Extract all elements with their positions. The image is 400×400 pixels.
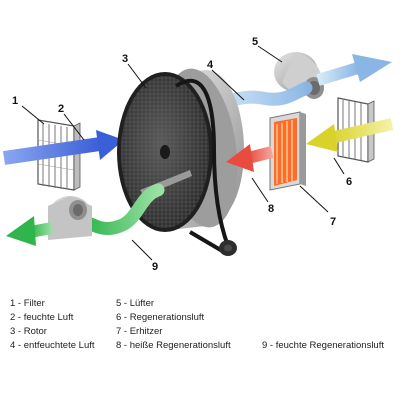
dehumidifier-diagram: 1 2 3 4 5 6 7 8 9: [2, 36, 394, 273]
legend-item-heater: 7 - Erhitzer: [116, 326, 163, 337]
legend-item-rotor: 3 - Rotor: [10, 326, 47, 337]
arrow-hot-regen-air: [226, 144, 274, 172]
callout-2: 2: [58, 103, 64, 115]
arrow-humid-regen-air: [6, 216, 54, 246]
legend-item-dehumidified-air: 4 - entfeuchtete Luft: [10, 340, 95, 351]
legend-item-fan: 5 - Lüfter: [116, 298, 155, 309]
callout-6: 6: [346, 176, 352, 188]
legend: 1 - Filter 2 - feuchte Luft 3 - Rotor 4 …: [10, 298, 395, 393]
rotor-3: [117, 68, 244, 256]
fan-bottom: [48, 196, 92, 240]
legend-item-filter: 1 - Filter: [10, 298, 45, 309]
legend-item-regen-air: 6 - Regenerationsluft: [116, 312, 205, 323]
arrow-dehumidified-air: [316, 54, 392, 86]
leader-lines: [21, 45, 345, 261]
heater-7: [269, 111, 306, 191]
callout-1: 1: [12, 95, 18, 107]
callout-7: 7: [330, 216, 336, 228]
arrow-regen-air: [306, 118, 394, 152]
callout-9: 9: [152, 261, 158, 273]
legend-item-hot-regen-air: 8 - heiße Regenerationsluft: [116, 340, 231, 351]
callout-4: 4: [207, 59, 214, 71]
callout-5: 5: [252, 36, 258, 48]
arrow-humid-air: [2, 130, 124, 165]
legend-item-humid-air: 2 - feuchte Luft: [10, 312, 74, 323]
callout-3: 3: [122, 53, 128, 65]
duct-humid-regen-air: [79, 183, 165, 235]
callout-8: 8: [268, 203, 274, 215]
legend-item-humid-regen-air: 9 - feuchte Regenerationsluft: [262, 340, 384, 351]
